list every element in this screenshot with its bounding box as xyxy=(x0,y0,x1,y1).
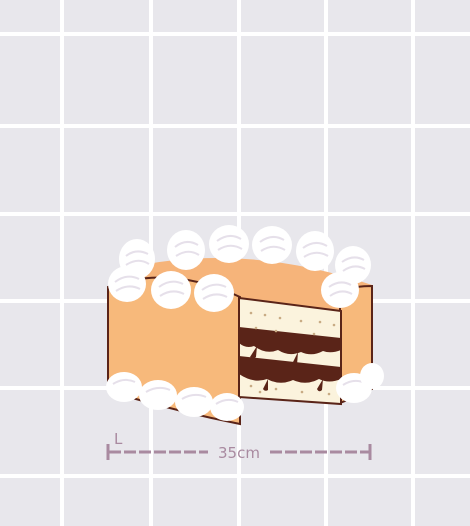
cream-swirl xyxy=(296,231,334,271)
cream-swirl xyxy=(151,271,191,309)
cream-swirl xyxy=(106,372,142,402)
cream-swirls-bottom xyxy=(106,363,384,421)
cream-swirl xyxy=(175,387,213,417)
cake-slice-face xyxy=(238,296,342,406)
cream-swirl xyxy=(360,363,384,389)
cream-swirl xyxy=(108,266,146,302)
diameter-measurement: L 35cm xyxy=(106,430,372,462)
cream-swirl xyxy=(252,226,292,264)
cream-swirl xyxy=(194,274,234,312)
cream-swirl xyxy=(210,393,244,421)
cream-swirl xyxy=(139,380,177,410)
chocolate-layer-top xyxy=(239,327,341,355)
chocolate-layer-bottom xyxy=(239,356,341,383)
cream-swirl xyxy=(167,230,205,270)
cream-swirl xyxy=(209,225,249,263)
cream-swirls-top xyxy=(108,225,371,312)
measure-mark: L xyxy=(114,430,123,448)
cream-swirl xyxy=(321,272,359,308)
diameter-label: 35cm xyxy=(218,444,260,462)
